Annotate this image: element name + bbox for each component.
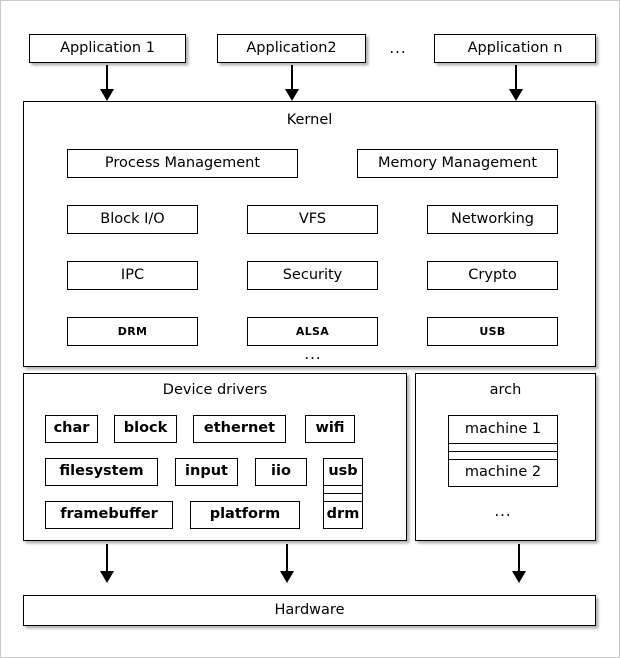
driver-box-filesystem-label: filesystem	[59, 463, 144, 480]
driver-stack-separator-2	[324, 494, 362, 502]
arch-machine-1[interactable]: machine 1	[449, 416, 557, 443]
kernel-title: Kernel	[286, 112, 333, 128]
kernel-item-ipc[interactable]: IPC	[67, 261, 198, 290]
arrow-drivers-left-to-hardware	[100, 544, 114, 586]
arrow-app2-to-kernel	[285, 65, 299, 101]
kernel-item-usb-label: USB	[479, 324, 506, 338]
driver-box-framebuffer-label: framebuffer	[60, 506, 158, 523]
driver-box-ethernet-label: ethernet	[203, 420, 276, 437]
arch-ellipsis: ...	[494, 502, 512, 520]
application-box-1[interactable]: Application 1	[29, 34, 186, 63]
kernel-item-memory-management[interactable]: Memory Management	[357, 149, 558, 178]
kernel-item-vfs-label: VFS	[298, 210, 327, 227]
application-box-n-label: Application n	[467, 39, 563, 56]
driver-box-input[interactable]: input	[175, 458, 238, 486]
kernel-item-crypto[interactable]: Crypto	[427, 261, 558, 290]
arrow-arch-to-hardware	[512, 544, 526, 586]
driver-box-wifi[interactable]: wifi	[305, 415, 355, 443]
arch-machine-2[interactable]: machine 2	[449, 460, 557, 485]
driver-box-wifi-label: wifi	[315, 420, 345, 437]
arch-machine-stack: machine 1 machine 2	[448, 415, 558, 487]
driver-box-platform-label: platform	[209, 506, 281, 523]
kernel-item-drm-label: DRM	[117, 324, 148, 338]
kernel-item-usb[interactable]: USB	[427, 317, 558, 346]
kernel-item-block-io[interactable]: Block I/O	[67, 205, 198, 234]
kernel-item-security[interactable]: Security	[247, 261, 378, 290]
driver-stack-separator-1	[324, 485, 362, 494]
driver-box-platform[interactable]: platform	[190, 501, 300, 529]
arch-machine-separator-1	[449, 443, 557, 452]
kernel-item-memory-management-label: Memory Management	[377, 154, 538, 171]
arch-machine-1-label: machine 1	[464, 420, 542, 437]
kernel-item-process-management-label: Process Management	[104, 154, 261, 171]
arch-container: arch machine 1 machine 2 ...	[415, 373, 596, 541]
arch-title: arch	[489, 382, 522, 398]
driver-box-framebuffer[interactable]: framebuffer	[45, 501, 173, 529]
hardware-box-label: Hardware	[274, 601, 345, 618]
arch-machine-separator-2	[449, 452, 557, 460]
application-box-n[interactable]: Application n	[434, 34, 596, 63]
driver-box-char-label: char	[53, 420, 90, 437]
application-box-2[interactable]: Application2	[217, 34, 366, 63]
device-drivers-title: Device drivers	[162, 382, 268, 398]
driver-stack-cell-drm[interactable]: drm	[324, 502, 362, 527]
device-drivers-container: Device drivers char block ethernet wifi …	[23, 373, 407, 541]
kernel-item-ipc-label: IPC	[120, 266, 145, 283]
kernel-item-security-label: Security	[282, 266, 343, 283]
kernel-item-alsa-label: ALSA	[295, 324, 330, 338]
driver-box-char[interactable]: char	[45, 415, 98, 443]
driver-stack-usb-drm: usb drm	[323, 458, 363, 529]
driver-stack-cell-usb[interactable]: usb	[324, 459, 362, 485]
kernel-container: Kernel Process Management Memory Managem…	[23, 101, 596, 367]
driver-box-ethernet[interactable]: ethernet	[193, 415, 286, 443]
application-box-2-label: Application2	[246, 39, 337, 56]
kernel-item-crypto-label: Crypto	[468, 266, 517, 283]
driver-box-iio[interactable]: iio	[255, 458, 307, 486]
arch-machine-2-label: machine 2	[464, 463, 542, 480]
driver-box-iio-label: iio	[271, 463, 291, 480]
arrow-app1-to-kernel	[100, 65, 114, 101]
driver-box-filesystem[interactable]: filesystem	[45, 458, 158, 486]
kernel-item-alsa[interactable]: ALSA	[247, 317, 378, 346]
driver-box-block[interactable]: block	[114, 415, 177, 443]
hardware-box[interactable]: Hardware	[23, 595, 596, 626]
kernel-item-vfs[interactable]: VFS	[247, 205, 378, 234]
kernel-item-block-io-label: Block I/O	[100, 210, 165, 227]
application-box-1-label: Application 1	[60, 39, 155, 56]
driver-box-input-label: input	[185, 463, 228, 480]
arrow-appn-to-kernel	[509, 65, 523, 101]
kernel-item-networking[interactable]: Networking	[427, 205, 558, 234]
kernel-item-drm[interactable]: DRM	[67, 317, 198, 346]
driver-box-block-label: block	[123, 420, 168, 437]
driver-stack-cell-drm-label: drm	[326, 505, 360, 522]
kernel-item-networking-label: Networking	[451, 210, 534, 227]
applications-ellipsis: ...	[389, 39, 407, 57]
kernel-item-process-management[interactable]: Process Management	[67, 149, 298, 178]
arrow-drivers-right-to-hardware	[280, 544, 294, 586]
driver-stack-cell-usb-label: usb	[328, 463, 358, 480]
kernel-ellipsis: ...	[304, 345, 322, 363]
